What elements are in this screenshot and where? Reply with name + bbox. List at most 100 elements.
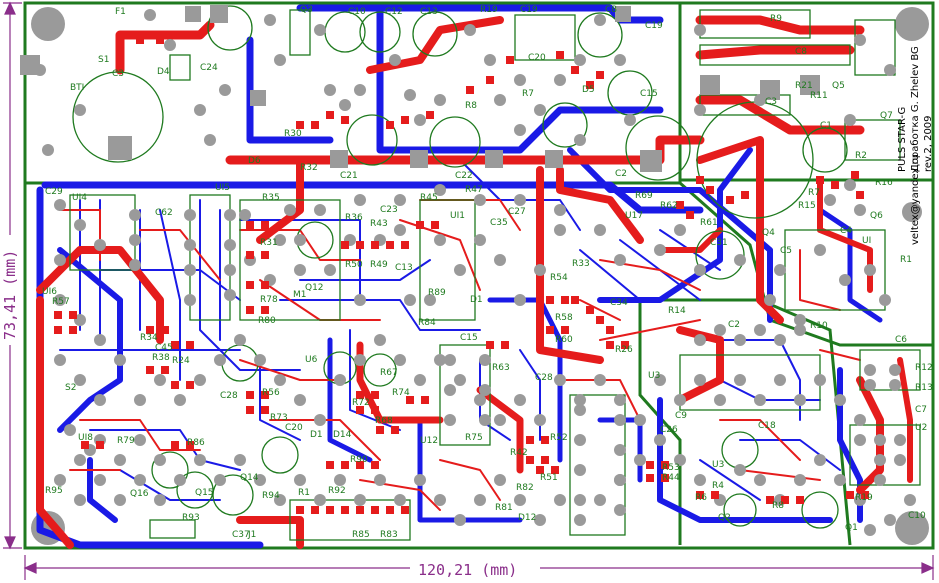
width-dimension-bg xyxy=(410,560,540,578)
svg-text:R42: R42 xyxy=(510,448,528,458)
smd-pad xyxy=(371,241,379,249)
pad xyxy=(574,494,586,506)
svg-text:R57: R57 xyxy=(52,297,70,307)
svg-text:R38: R38 xyxy=(152,353,170,363)
pad xyxy=(754,394,766,406)
pad xyxy=(74,374,86,386)
pad xyxy=(434,354,446,366)
pad xyxy=(714,394,726,406)
smd-pad xyxy=(486,76,494,84)
svg-text:Q2: Q2 xyxy=(718,513,731,523)
pad xyxy=(254,354,266,366)
smd-pad xyxy=(406,396,414,404)
smd-pad xyxy=(621,341,629,349)
pad xyxy=(734,464,746,476)
pad xyxy=(794,314,806,326)
pad xyxy=(284,204,296,216)
pad xyxy=(154,494,166,506)
svg-text:C18: C18 xyxy=(758,421,776,431)
pad xyxy=(134,434,146,446)
svg-text:C34: C34 xyxy=(610,298,628,308)
smd-pad xyxy=(186,381,194,389)
svg-text:D6: D6 xyxy=(248,156,261,166)
svg-text:R16: R16 xyxy=(875,178,893,188)
svg-text:D1: D1 xyxy=(310,430,323,440)
smd-pad xyxy=(171,441,179,449)
smd-pad xyxy=(246,251,254,259)
pad xyxy=(184,239,196,251)
smd-pad xyxy=(341,241,349,249)
pad xyxy=(864,524,876,536)
pad xyxy=(614,474,626,486)
svg-text:R52: R52 xyxy=(550,433,568,443)
board-email-text: veltex@yandex.ru xyxy=(910,154,921,245)
smd-pad xyxy=(326,506,334,514)
pad xyxy=(554,224,566,236)
svg-text:R11: R11 xyxy=(810,91,828,101)
pad xyxy=(754,324,766,336)
smd-pad xyxy=(136,36,144,44)
smd-pad xyxy=(146,366,154,374)
svg-text:C23: C23 xyxy=(380,205,398,215)
svg-text:C13: C13 xyxy=(395,263,413,273)
svg-text:R60: R60 xyxy=(555,335,573,345)
pad xyxy=(314,494,326,506)
pad xyxy=(574,134,586,146)
pad xyxy=(434,94,446,106)
pad xyxy=(434,234,446,246)
svg-text:U3: U3 xyxy=(648,371,660,381)
pad xyxy=(274,54,286,66)
pad xyxy=(174,394,186,406)
svg-text:R14: R14 xyxy=(668,306,686,316)
smd-pad xyxy=(781,496,789,504)
svg-text:C62: C62 xyxy=(155,208,173,218)
svg-text:R32: R32 xyxy=(300,163,318,173)
svg-text:R93: R93 xyxy=(182,513,200,523)
smd-pad xyxy=(646,461,654,469)
svg-text:C1: C1 xyxy=(820,121,832,131)
pad xyxy=(514,394,526,406)
pad xyxy=(94,394,106,406)
pad xyxy=(694,24,706,36)
smd-pad xyxy=(386,241,394,249)
pad xyxy=(854,204,866,216)
svg-text:C27: C27 xyxy=(508,207,526,217)
pad xyxy=(824,194,836,206)
pad xyxy=(434,494,446,506)
pad xyxy=(394,224,406,236)
pad xyxy=(814,454,826,466)
pad xyxy=(394,494,406,506)
pad xyxy=(94,474,106,486)
pad xyxy=(774,334,786,346)
svg-text:R7: R7 xyxy=(522,89,534,99)
pad xyxy=(239,209,251,221)
pad xyxy=(354,84,366,96)
pad xyxy=(274,234,286,246)
svg-text:R15: R15 xyxy=(798,201,816,211)
smd-pad xyxy=(421,396,429,404)
pad xyxy=(514,74,526,86)
pad xyxy=(254,474,266,486)
pad xyxy=(74,454,86,466)
svg-text:R73: R73 xyxy=(270,413,288,423)
pad xyxy=(754,474,766,486)
smd-pad xyxy=(676,201,684,209)
smd-pad xyxy=(466,86,474,94)
svg-text:R36: R36 xyxy=(345,213,363,223)
smd-pad xyxy=(711,491,719,499)
pad xyxy=(794,324,806,336)
pad xyxy=(614,54,626,66)
svg-text:R62: R62 xyxy=(660,201,678,211)
svg-text:R7: R7 xyxy=(808,188,820,198)
pad xyxy=(834,474,846,486)
pad xyxy=(854,434,866,446)
smd-pad xyxy=(561,326,569,334)
pad xyxy=(654,434,666,446)
smd-pad xyxy=(571,296,579,304)
svg-text:R24: R24 xyxy=(172,356,190,366)
svg-text:C15: C15 xyxy=(460,333,478,343)
svg-text:C10: C10 xyxy=(348,7,366,17)
svg-text:R44: R44 xyxy=(662,473,680,483)
pad xyxy=(334,374,346,386)
